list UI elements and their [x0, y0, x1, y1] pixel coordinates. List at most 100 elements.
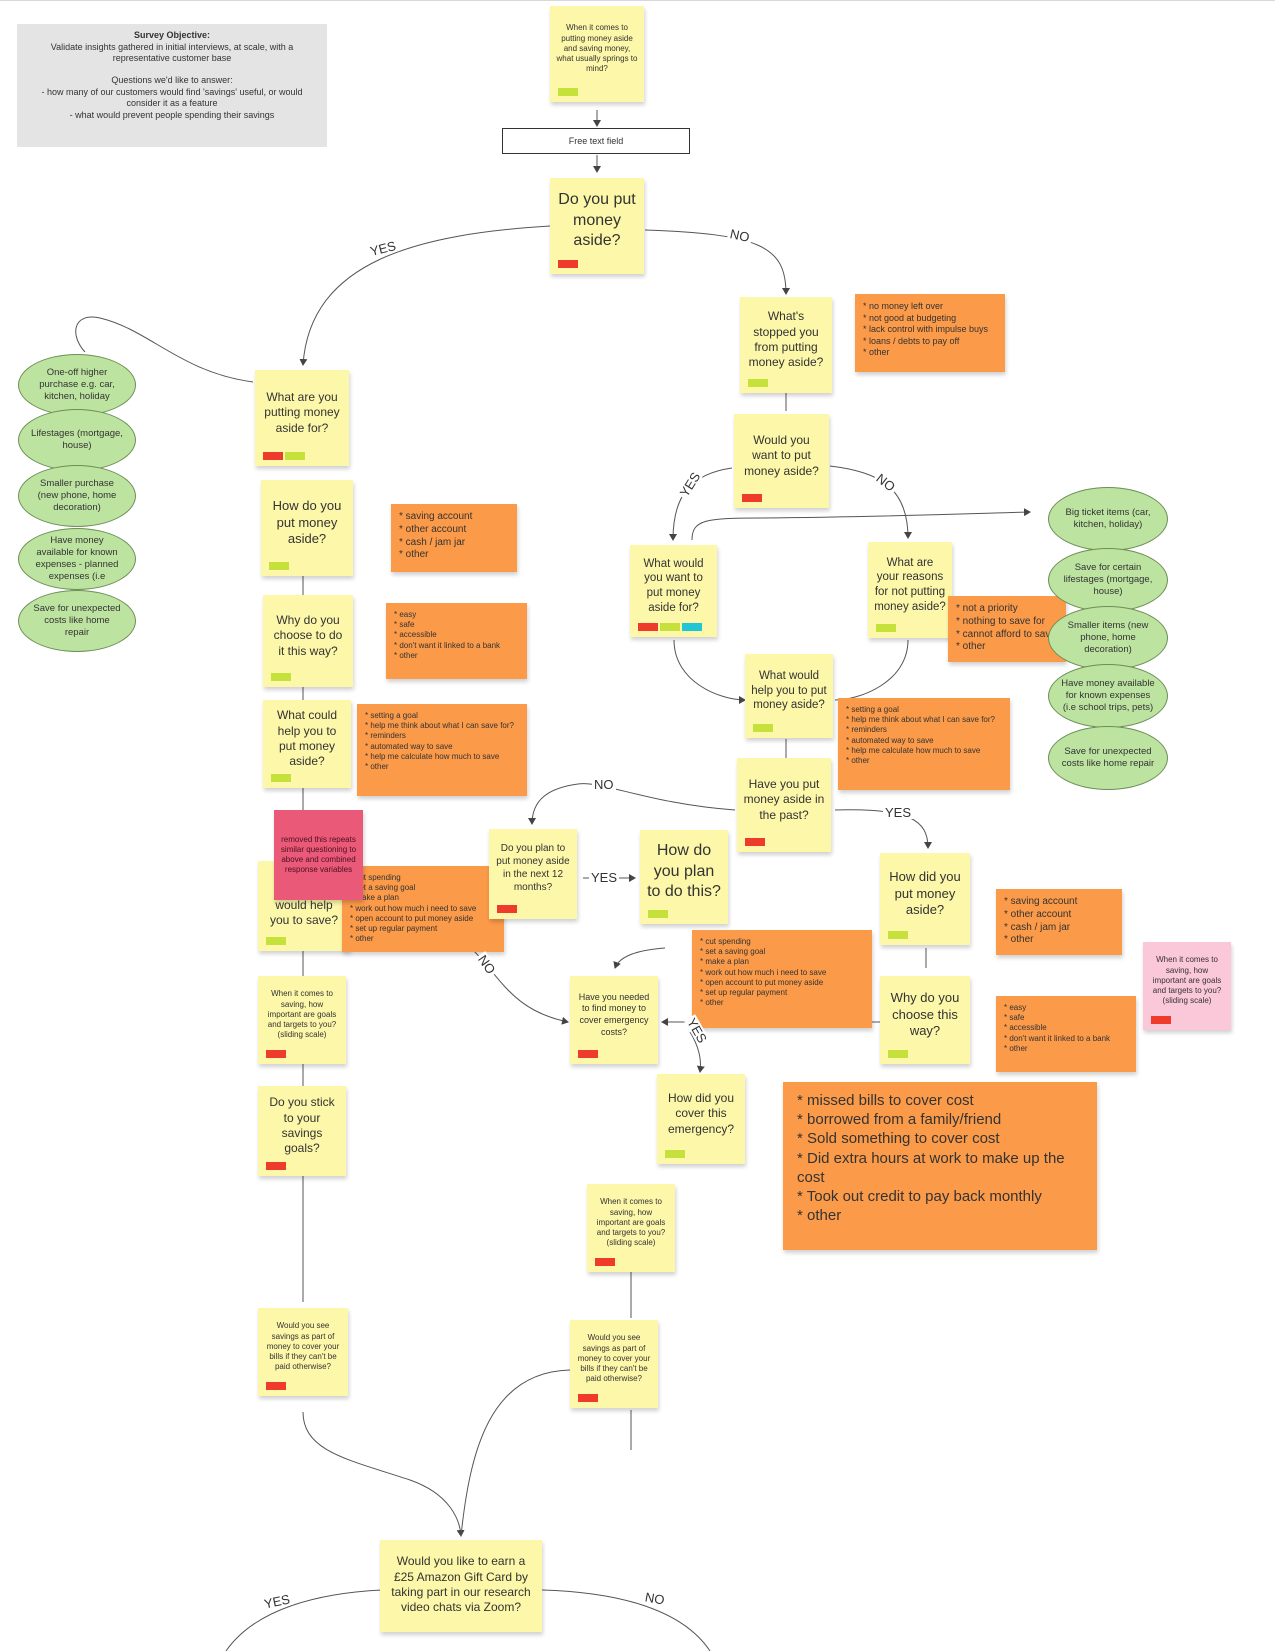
sticky-plan-next-12[interactable]: Do you plan to put money aside in the ne…	[489, 829, 577, 919]
edge-mid-to-gift	[460, 1369, 571, 1537]
sticky-goals-importance-mid[interactable]: When it comes to saving, how important a…	[587, 1184, 675, 1272]
top-border	[0, 0, 1275, 1]
sticky-why-choose-way[interactable]: Why do you choose this way?	[880, 976, 970, 1064]
sticky-why-way-options[interactable]: * easy * safe * accessible * don't want …	[996, 996, 1136, 1072]
sticky-savings-bills-left[interactable]: Would you see savings as part of money t…	[258, 1308, 348, 1396]
sticky-goals-importance-right[interactable]: When it comes to saving, how important a…	[1143, 942, 1231, 1030]
edge-label-yes: YES	[883, 805, 914, 820]
edge-yes-gift	[225, 1589, 383, 1651]
edge-yes-main	[299, 225, 551, 366]
tag-teal	[682, 623, 702, 631]
sticky-plan-options[interactable]: * cut spending * set a saving goal * mak…	[692, 930, 872, 1028]
sticky-save-options[interactable]: * cut spending * set a saving goal * mak…	[342, 866, 504, 952]
sticky-removed-note[interactable]: removed this repeats similar questioning…	[274, 810, 363, 900]
oval-right-2[interactable]: Save for certain lifestages (mortgage, h…	[1048, 548, 1168, 612]
sticky-put-in-past[interactable]: Have you put money aside in the past?	[737, 758, 831, 852]
sticky-savings-bills-mid[interactable]: Would you see savings as part of money t…	[570, 1320, 658, 1408]
edge-label-no: NO	[642, 1589, 668, 1608]
sticky-how-did-options[interactable]: * saving account * other account * cash …	[996, 889, 1122, 955]
survey-objective-question-1: - how many of our customers would find '…	[41, 86, 303, 109]
oval-right-4[interactable]: Have money available for known expenses …	[1048, 664, 1168, 728]
tag-lime	[748, 379, 768, 387]
sticky-put-money-aside[interactable]: Do you put money aside?	[550, 178, 644, 274]
tag-lime	[271, 774, 291, 782]
edge-yes-want	[669, 467, 733, 541]
sticky-plan-how[interactable]: How do you plan to do this?	[640, 830, 728, 924]
oval-right-1[interactable]: Big ticket items (car, kitchen, holiday)	[1048, 487, 1168, 551]
oval-left-5[interactable]: Save for unexpected costs like home repa…	[18, 590, 136, 652]
tag-red	[558, 260, 578, 268]
sticky-whats-stopped[interactable]: What's stopped you from putting money as…	[740, 297, 832, 393]
oval-left-4[interactable]: Have money available for known expenses …	[18, 528, 136, 590]
oval-left-1[interactable]: One-off higher purchase e.g. car, kitche…	[18, 354, 136, 416]
sticky-gift-card[interactable]: Would you like to earn a £25 Amazon Gift…	[380, 1540, 542, 1632]
sticky-stick-to-goals[interactable]: Do you stick to your savings goals?	[258, 1086, 346, 1176]
sticky-would-help-put[interactable]: What would help you to put money aside?	[745, 654, 833, 738]
tag-red	[266, 1382, 286, 1390]
edge-label-no: NO	[592, 777, 616, 792]
sticky-cover-emergency[interactable]: How did you cover this emergency?	[657, 1074, 745, 1164]
tag-red	[742, 494, 762, 502]
sticky-emergency-options[interactable]: * missed bills to cover cost * borrowed …	[783, 1082, 1097, 1250]
tag-red	[266, 1050, 286, 1058]
sticky-not-reasons-options[interactable]: * not a priority * nothing to save for *…	[948, 596, 1066, 662]
tag-lime	[266, 937, 286, 945]
tag-red	[1151, 1016, 1171, 1024]
oval-right-3[interactable]: Smaller items (new phone, home decoratio…	[1048, 606, 1168, 670]
tag-lime	[888, 1050, 908, 1058]
tag-lime	[558, 88, 578, 96]
tag-red	[497, 905, 517, 913]
sticky-help-options[interactable]: * setting a goal * help me think about w…	[357, 704, 527, 796]
tag-lime	[753, 724, 773, 732]
sticky-want-for[interactable]: What would you want to put money aside f…	[630, 545, 717, 637]
sticky-want-to-put[interactable]: Would you want to put money aside?	[734, 414, 829, 508]
tag-lime	[665, 1150, 685, 1158]
edge-no-main	[644, 229, 790, 295]
oval-right-5[interactable]: Save for unexpected costs like home repa…	[1048, 726, 1168, 790]
tag-red	[578, 1050, 598, 1058]
tag-red	[638, 623, 658, 631]
survey-objective: Survey Objective: Validate insights gath…	[17, 24, 327, 147]
survey-objective-line: Validate insights gathered in initial in…	[50, 41, 294, 64]
edge-no-past	[528, 783, 736, 825]
tag-lime	[876, 624, 896, 632]
tag-red	[578, 1394, 598, 1402]
sticky-how-did-put[interactable]: How did you put money aside?	[880, 853, 970, 945]
survey-objective-title: Survey Objective:	[133, 30, 211, 40]
edge-plan-to-emergency	[613, 947, 666, 969]
tag-red	[266, 1162, 286, 1170]
tag-lime	[888, 931, 908, 939]
edge-wantfor-to-help	[673, 639, 746, 704]
tag-lime	[285, 452, 305, 460]
sticky-how-options[interactable]: * saving account * other account * cash …	[391, 504, 517, 572]
sticky-putting-for[interactable]: What are you putting money aside for?	[255, 370, 349, 466]
sticky-springs-to-mind[interactable]: When it comes to putting money aside and…	[550, 6, 644, 102]
edge-yes-past	[834, 809, 932, 849]
edge-want-to-right-ovals	[691, 508, 1031, 541]
survey-objective-questions: Questions we'd like to answer:	[111, 75, 233, 86]
edge-no-gift	[541, 1589, 711, 1651]
tag-lime	[269, 562, 289, 570]
tag-lime	[271, 673, 291, 681]
tag-lime	[660, 623, 680, 631]
sticky-goals-importance-left[interactable]: When it comes to saving, how important a…	[258, 976, 346, 1064]
sticky-emergency-costs[interactable]: Have you needed to find money to cover e…	[570, 976, 658, 1064]
free-text-field[interactable]: Free text field	[502, 128, 690, 154]
sticky-what-could-help[interactable]: What could help you to put money aside?	[263, 700, 351, 788]
edge-label-yes: YES	[589, 870, 620, 885]
sticky-not-putting-reasons[interactable]: What are your reasons for not putting mo…	[868, 542, 952, 638]
sticky-how-put-aside[interactable]: How do you put money aside?	[261, 480, 353, 576]
edge-left-to-gift	[302, 1411, 465, 1537]
edge-putting-for-ovals	[75, 316, 254, 383]
sticky-help-put-options[interactable]: * setting a goal * help me think about w…	[838, 698, 1010, 790]
sticky-why-options[interactable]: * easy * safe * accessible * don't want …	[386, 603, 527, 679]
oval-left-2[interactable]: Lifestages (mortgage, house)	[18, 409, 136, 471]
tag-red	[595, 1258, 615, 1266]
oval-left-3[interactable]: Smaller purchase (new phone, home decora…	[18, 465, 136, 527]
survey-objective-question-2: - what would prevent people spending the…	[69, 110, 275, 121]
sticky-stopped-reasons[interactable]: * no money left over * not good at budge…	[855, 294, 1005, 372]
tag-red	[745, 838, 765, 846]
sticky-why-choose[interactable]: Why do you choose to do it this way?	[263, 595, 353, 687]
tag-lime	[648, 910, 668, 918]
